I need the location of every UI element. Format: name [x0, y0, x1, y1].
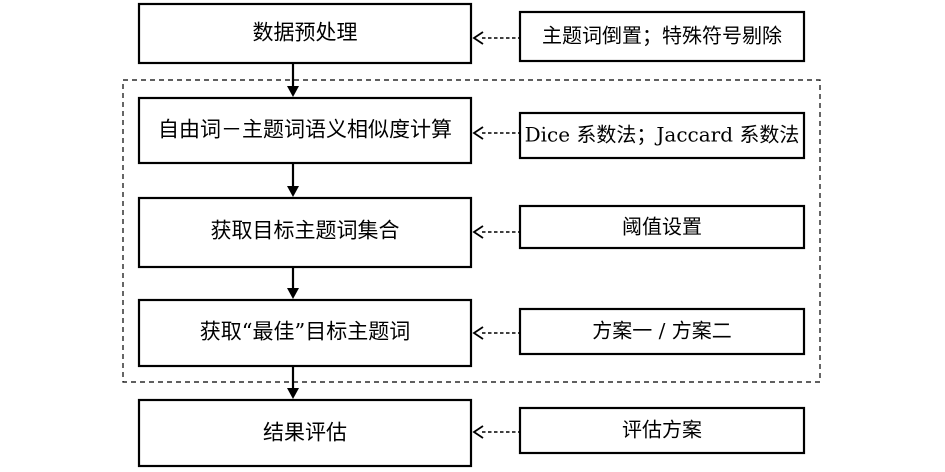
step-1: 数据预处理 主题词倒置；特殊符号剔除 — [137, 2, 806, 65]
arrowhead-3-4 — [287, 288, 299, 299]
step-label: 获取目标主题词集合 — [211, 219, 400, 243]
arrowhead-4-5 — [287, 388, 299, 399]
step-2: 自由词－主题词语义相似度计算 Dice 系数法；Jaccard 系数法 — [137, 96, 806, 165]
step-5: 结果评估 评估方案 — [137, 398, 806, 468]
arrowhead-1-2 — [287, 86, 299, 97]
arrowhead-2-3 — [287, 186, 299, 197]
method-box — [518, 204, 806, 250]
step-box — [137, 2, 473, 65]
step-box — [137, 96, 473, 165]
method-label: Dice 系数法；Jaccard 系数法 — [525, 123, 800, 147]
method-box — [518, 307, 806, 356]
step-3: 获取目标主题词集合 阈值设置 — [137, 196, 806, 269]
step-label: 自由词－主题词语义相似度计算 — [158, 118, 452, 142]
method-arrowhead — [472, 326, 484, 340]
method-label: 评估方案 — [622, 418, 702, 442]
method-label: 方案一 / 方案二 — [592, 319, 731, 343]
method-label: 主题词倒置；特殊符号剔除 — [542, 24, 782, 48]
step-box — [137, 398, 473, 468]
step-4: 获取“最佳”目标主题词 方案一 / 方案二 — [137, 298, 806, 368]
method-arrowhead — [472, 126, 484, 140]
method-arrowhead — [472, 425, 484, 439]
flow-connectors — [287, 63, 299, 399]
step-label: 获取“最佳”目标主题词 — [200, 320, 410, 344]
method-arrowhead — [472, 31, 484, 45]
method-box — [518, 406, 806, 455]
step-box — [137, 298, 473, 368]
step-label: 数据预处理 — [253, 21, 358, 45]
method-label: 阈值设置 — [622, 215, 702, 239]
core-process-frame — [122, 79, 821, 383]
method-box — [518, 10, 806, 63]
step-box — [137, 196, 473, 269]
method-box — [518, 111, 806, 160]
method-arrowhead — [472, 225, 484, 239]
step-label: 结果评估 — [263, 421, 347, 445]
